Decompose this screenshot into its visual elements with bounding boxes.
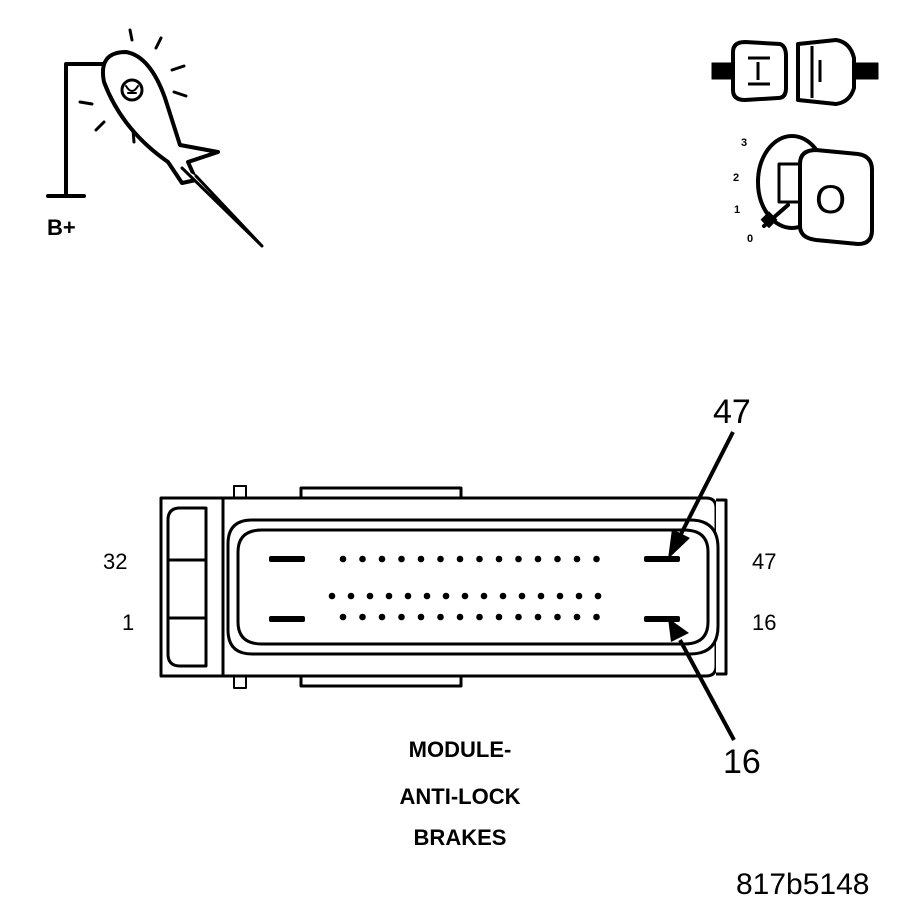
pin-label-47: 47 xyxy=(752,549,777,574)
connector-small-pins xyxy=(328,555,602,621)
connector-pin xyxy=(398,555,405,563)
ignition-key-icon xyxy=(756,134,874,246)
connector-pin xyxy=(534,613,542,621)
connector-pin xyxy=(534,555,542,563)
b-plus-label: B+ xyxy=(47,215,76,240)
connector-pin xyxy=(476,555,483,563)
connector-pin xyxy=(398,613,405,621)
connector-pin xyxy=(593,613,600,621)
connector-pin xyxy=(437,555,444,563)
connector-pin xyxy=(339,613,347,621)
connector-pin xyxy=(518,592,526,600)
test-light-probe-icon xyxy=(46,28,264,248)
pin-1 xyxy=(269,616,305,622)
connector-pin xyxy=(385,592,393,600)
connector-pin xyxy=(417,613,425,621)
connector-body xyxy=(159,485,728,689)
connector-pin xyxy=(495,555,503,563)
connector-pin xyxy=(515,555,522,563)
connector-pin xyxy=(461,592,469,600)
connector-pin xyxy=(359,613,366,621)
connector-pin xyxy=(554,613,561,621)
connector-pin xyxy=(456,613,464,621)
connector-pin xyxy=(347,592,355,600)
connector-pin xyxy=(456,555,464,563)
pin-label-1: 1 xyxy=(122,610,135,635)
pin-16 xyxy=(644,616,680,622)
connector-disconnect-icon xyxy=(711,38,879,106)
connector-large-pins xyxy=(269,556,680,622)
connector-pin xyxy=(339,555,347,563)
connector-pin xyxy=(417,555,425,563)
caption-line-1: MODULE- xyxy=(408,737,512,762)
ignition-position-2: 2 xyxy=(733,172,740,184)
caption-line-3: BRAKES xyxy=(413,825,507,850)
pin-32 xyxy=(269,556,305,562)
ignition-position-3: 3 xyxy=(741,137,748,149)
ignition-position-0: 0 xyxy=(747,233,754,245)
connector-pin xyxy=(554,555,561,563)
callout-arrow-16 xyxy=(668,618,736,741)
pin-47 xyxy=(644,556,680,562)
caption-line-2: ANTI-LOCK xyxy=(399,784,521,809)
callout-arrow-47 xyxy=(668,431,735,559)
connector-pin xyxy=(423,592,431,600)
connector-pin xyxy=(404,592,412,600)
callout-label-47: 47 xyxy=(713,393,751,431)
connector-pin xyxy=(575,592,583,600)
ignition-position-1: 1 xyxy=(734,204,741,216)
connector-pin xyxy=(437,613,444,621)
pin-label-32: 32 xyxy=(103,549,128,574)
connector-pin xyxy=(556,592,564,600)
ignition-key-label: O xyxy=(815,178,847,222)
callout-label-16: 16 xyxy=(723,743,761,781)
connector-pin xyxy=(366,592,374,600)
connector-pin xyxy=(573,613,581,621)
figure-id: 817b5148 xyxy=(736,868,870,901)
connector-pin xyxy=(537,592,545,600)
connector-pin xyxy=(442,592,450,600)
pin-label-16: 16 xyxy=(752,610,777,635)
connector-pin xyxy=(328,592,336,600)
connector-pin xyxy=(378,613,386,621)
connector-pin xyxy=(593,555,600,563)
connector-pin xyxy=(499,592,507,600)
connector-pin xyxy=(378,555,386,563)
connector-pin xyxy=(573,555,581,563)
connector-pin xyxy=(476,613,483,621)
connector-pin xyxy=(359,555,366,563)
connector-pin xyxy=(495,613,503,621)
connector-pin xyxy=(515,613,522,621)
connector-pin xyxy=(480,592,488,600)
connector-pin xyxy=(594,592,602,600)
